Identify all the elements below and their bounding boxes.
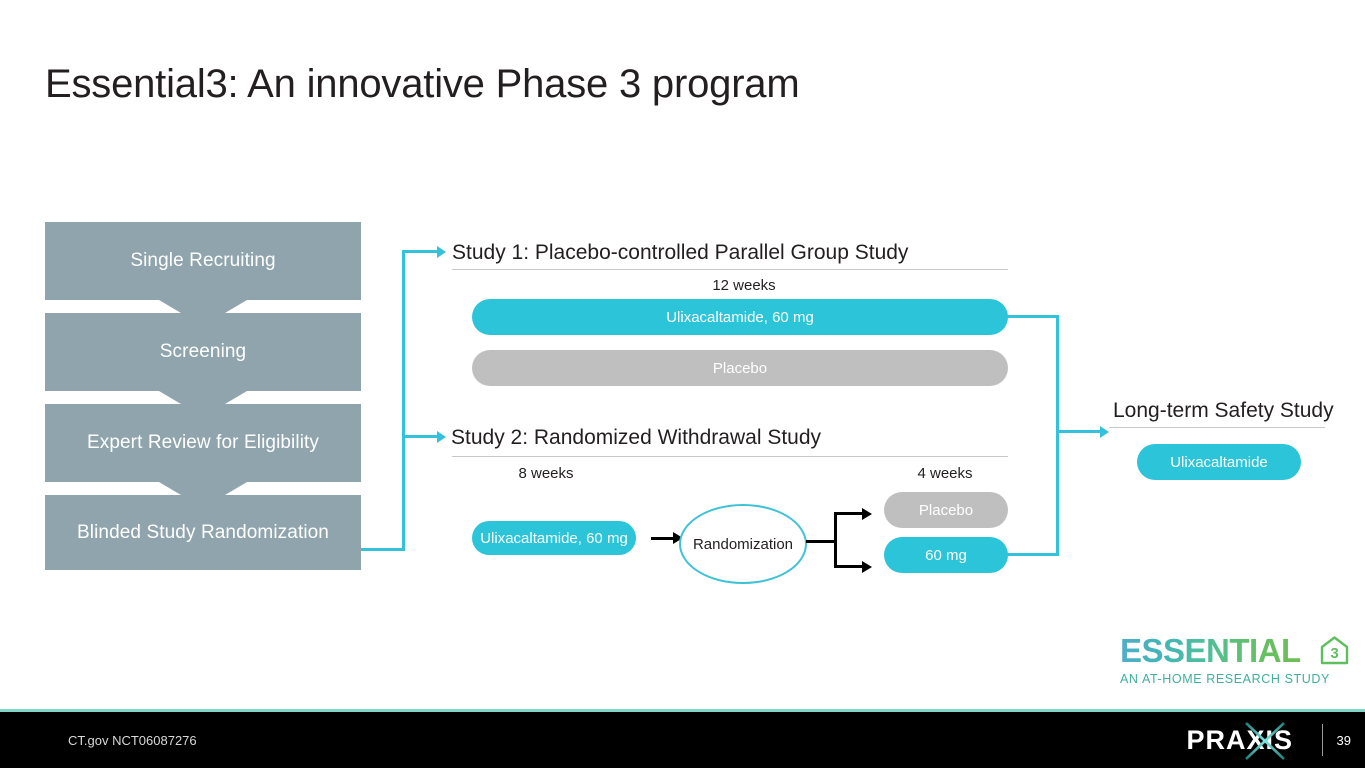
arrow-head-to-study2-icon: [437, 430, 446, 443]
connector-line-to-study2: [402, 435, 439, 438]
arrow-line-to-placebo: [834, 512, 864, 515]
study2-open-label-arm: Ulixacaltamide, 60 mg: [472, 521, 636, 555]
arrow-line-randomization-out: [806, 539, 836, 543]
arrow-line-to-60mg: [834, 565, 864, 568]
flow-step-screening: Screening: [45, 313, 361, 391]
essential3-tagline: AN AT-HOME RESEARCH STUDY: [1120, 672, 1330, 686]
page-number: 39: [1336, 733, 1351, 748]
page-title: Essential3: An innovative Phase 3 progra…: [45, 62, 800, 106]
pill-label: Placebo: [712, 359, 768, 377]
randomization-label: Randomization: [692, 535, 794, 553]
essential3-wordmark: ESSENTIAL: [1120, 632, 1301, 669]
study2-duration-randomized-label: 4 weeks: [917, 465, 973, 482]
praxis-logo: PRAXIS: [1186, 722, 1293, 760]
essential3-logo: ESSENTIAL 3 AN AT-HOME RESEARCH STUDY: [1120, 634, 1350, 690]
connector-line-vertical-right: [1056, 315, 1059, 556]
arrow-line-split-vertical: [834, 512, 837, 568]
flow-step-label: Expert Review for Eligibility: [86, 432, 320, 453]
pill-label: Placebo: [918, 501, 974, 519]
arrow-head-to-placebo-icon: [862, 507, 872, 520]
footer-divider: [1322, 724, 1323, 756]
study1-arm-placebo: Placebo: [472, 350, 1008, 386]
footer-bar: [0, 712, 1365, 768]
connector-line-study2-to-lts: [1006, 553, 1059, 556]
connector-line-vertical-left: [402, 250, 405, 551]
connector-line-to-study1: [402, 250, 439, 253]
study2-heading: Study 2: Randomized Withdrawal Study: [451, 426, 822, 449]
study2-divider: [452, 456, 1008, 457]
flow-step-blinded-randomization: Blinded Study Randomization: [45, 495, 361, 570]
connector-line-to-long-term-safety: [1056, 430, 1102, 433]
arrow-head-to-60mg-icon: [862, 560, 872, 573]
arrow-head-to-long-term-safety-icon: [1100, 425, 1109, 438]
long-term-safety-arm: Ulixacaltamide: [1137, 444, 1301, 480]
study1-duration-label: 12 weeks: [712, 277, 776, 294]
pill-label: Ulixacaltamide: [1170, 453, 1268, 471]
pill-label: Ulixacaltamide, 60 mg: [480, 529, 628, 547]
flow-step-label: Blinded Study Randomization: [77, 521, 329, 543]
study2-duration-open-label: 8 weeks: [518, 465, 574, 482]
flow-step-label: Single Recruiting: [130, 250, 276, 271]
connector-line-randomization-out: [361, 548, 405, 551]
study2-arm-placebo: Placebo: [884, 492, 1008, 528]
footer-accent-line: [0, 709, 1365, 712]
arrow-line-openlabel-to-randomization: [651, 536, 675, 540]
flow-step-expert-review: Expert Review for Eligibility: [45, 404, 361, 482]
clinical-trial-registry-id: CT.gov NCT06087276: [68, 733, 197, 748]
study2-randomization-node: Randomization: [679, 504, 807, 584]
study1-arm-treatment: Ulixacaltamide, 60 mg: [472, 299, 1008, 335]
connector-line-study1-to-lts: [1006, 315, 1059, 318]
svg-text:3: 3: [1330, 645, 1338, 662]
flow-step-label: Screening: [159, 341, 247, 362]
long-term-safety-heading: Long-term Safety Study: [1113, 399, 1334, 422]
praxis-x-cross-icon: [1244, 721, 1286, 766]
study2-arm-treatment: 60 mg: [884, 537, 1008, 573]
arrow-head-to-study1-icon: [437, 245, 446, 258]
study1-heading: Study 1: Placebo-controlled Parallel Gro…: [452, 241, 909, 264]
house-badge-icon: 3: [1319, 635, 1350, 666]
pill-label: 60 mg: [925, 546, 967, 564]
pill-label: Ulixacaltamide, 60 mg: [666, 308, 814, 326]
study1-divider: [452, 269, 1008, 270]
long-term-safety-divider: [1109, 427, 1325, 428]
arrow-head-to-randomization-icon: [673, 532, 683, 544]
flow-step-single-recruiting: Single Recruiting: [45, 222, 361, 300]
